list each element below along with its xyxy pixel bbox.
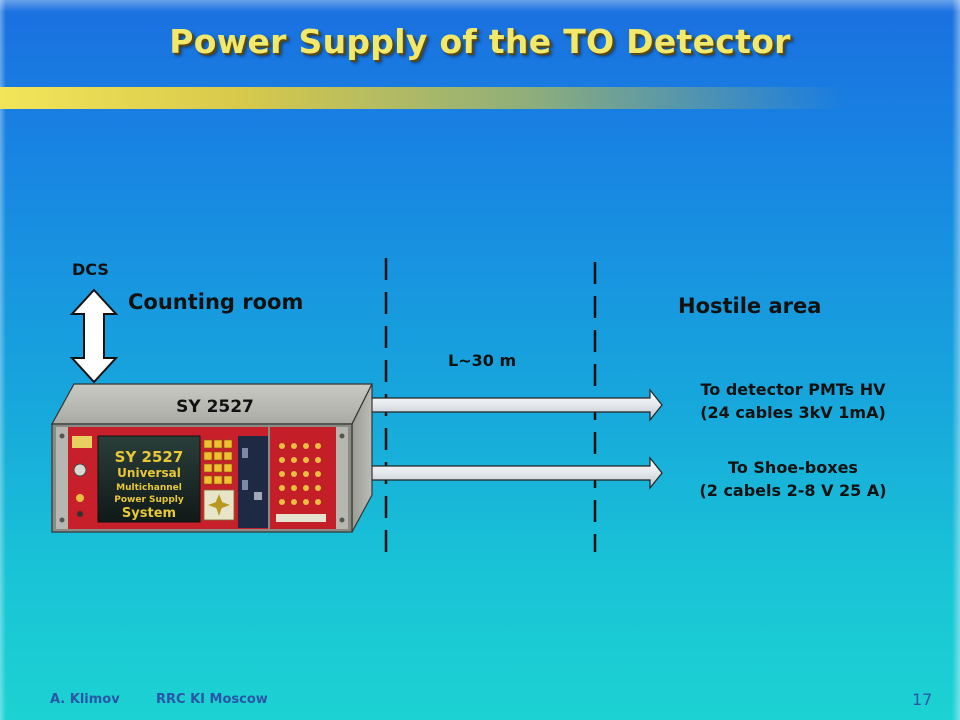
output-lv-detail: (2 cabels 2-8 V 25 A) [699, 481, 887, 500]
panel-text-power-supply: Power Supply [114, 495, 184, 505]
dcs-label: DCS [72, 260, 109, 279]
distance-label: L~30 m [448, 351, 517, 370]
output-hv-label: To detector PMTs HV (24 cables 3kV 1mA) [668, 378, 918, 424]
counting-room-label: Counting room [128, 290, 304, 314]
output-lv-title: To Shoe-boxes [728, 458, 858, 477]
footer-page-number: 17 [912, 690, 933, 709]
output-hv-title: To detector PMTs HV [700, 380, 886, 399]
dcs-double-arrow [69, 288, 119, 384]
panel-text-model: SY 2527 [115, 448, 184, 466]
panel-text-universal: Universal [117, 466, 181, 480]
panel-text-multichannel: Multichannel [116, 483, 182, 493]
hostile-area-label: Hostile area [678, 294, 822, 318]
device-label: SY 2527 [176, 397, 254, 417]
cable-arrow-lv [369, 456, 663, 490]
slide-title: Power Supply of the TO Detector [169, 22, 791, 61]
footer-author: A. Klimov [50, 692, 120, 707]
cable-arrow-hv [369, 388, 663, 422]
footer-org: RRC KI Moscow [156, 692, 268, 707]
frame-right [952, 0, 960, 720]
title-underline-bar [0, 87, 960, 109]
output-lv-label: To Shoe-boxes (2 cabels 2-8 V 25 A) [668, 456, 918, 502]
panel-text-system: System [122, 506, 176, 521]
frame-left [0, 0, 6, 720]
output-hv-detail: (24 cables 3kV 1mA) [700, 403, 886, 422]
sy2527-device: SY 2527 Universal Multichannel Power Sup… [50, 383, 373, 533]
